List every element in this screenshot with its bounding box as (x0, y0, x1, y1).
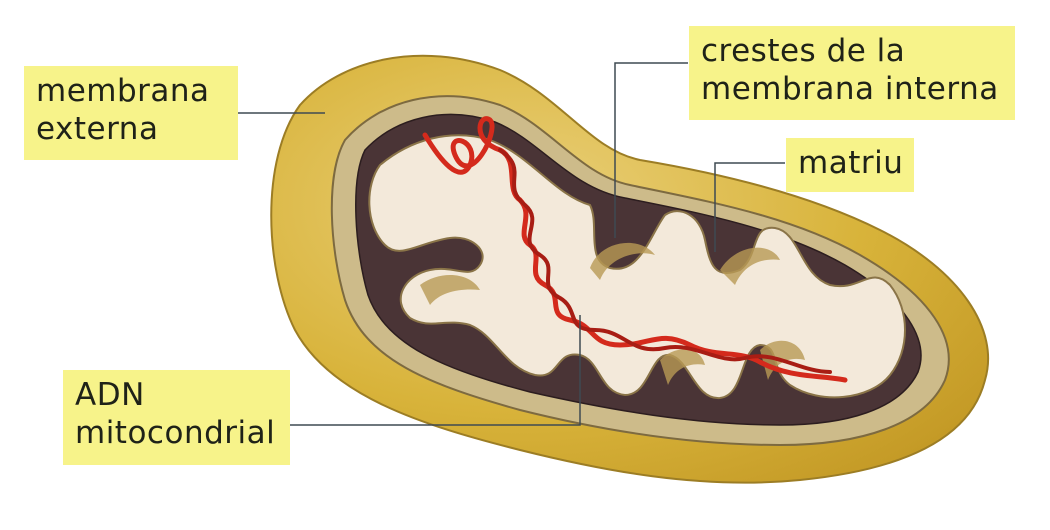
leader-line-matrix (714, 162, 785, 252)
crista (720, 247, 780, 285)
leader-line-dna (290, 315, 581, 426)
label-cristae: crestes de la membrana interna (689, 26, 1015, 120)
crista (420, 274, 480, 305)
label-outer-membrane-line2: externa (36, 111, 159, 147)
label-outer-membrane-line1: membrana (36, 73, 210, 109)
mitochondrial-dna (498, 148, 832, 374)
label-dna-line2: mitocondrial (75, 415, 276, 451)
crista (590, 242, 655, 280)
label-cristae-line1: crestes de la (701, 33, 906, 69)
leader-line-cristae (614, 62, 688, 238)
label-dna: ADN mitocondrial (63, 370, 290, 465)
crista (660, 349, 705, 385)
label-outer-membrane: membrana externa (24, 66, 238, 160)
label-matrix: matriu (786, 138, 914, 192)
label-dna-line1: ADN (75, 377, 145, 413)
label-matrix-line1: matriu (798, 145, 904, 181)
label-cristae-line2: membrana interna (701, 71, 999, 107)
